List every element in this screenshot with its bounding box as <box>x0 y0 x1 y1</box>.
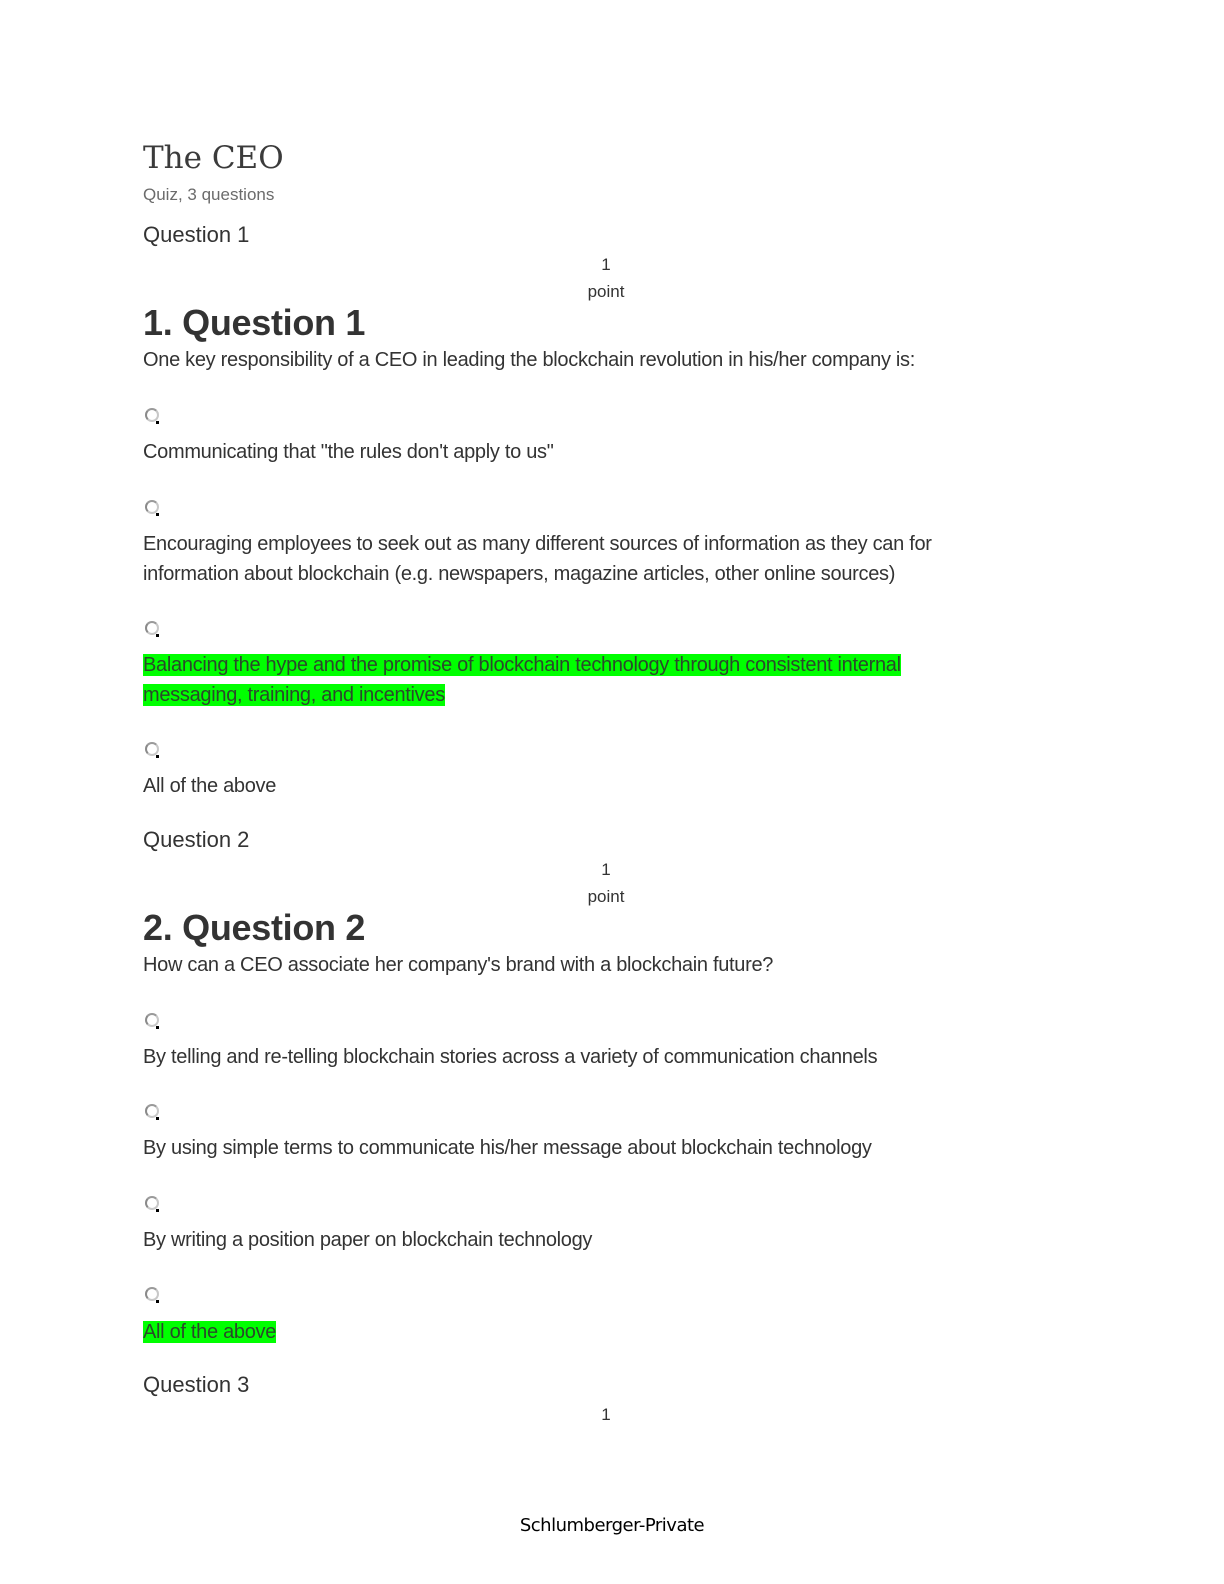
question-2-points: 1 point <box>560 856 652 910</box>
question-1-option-3[interactable]: Balancing the hype and the promise of bl… <box>143 650 1003 710</box>
radio-icon[interactable] <box>145 742 159 758</box>
radio-icon[interactable] <box>145 621 159 637</box>
footer-classification: Schlumberger-Private <box>519 1515 705 1536</box>
question-2-label: Question 2 <box>143 827 250 852</box>
question-1-option-2[interactable]: Encouraging employees to seek out as man… <box>143 533 932 585</box>
question-2-option-1[interactable]: By telling and re-telling blockchain sto… <box>143 1046 878 1068</box>
quiz-title: The CEO <box>143 140 284 176</box>
highlighted-answer: messaging, training, and incentives <box>143 684 445 706</box>
points-value: 1 <box>601 1405 611 1424</box>
question-2-option-3[interactable]: By writing a position paper on blockchai… <box>143 1229 593 1251</box>
question-2-option-2[interactable]: By using simple terms to communicate his… <box>143 1137 872 1159</box>
question-1-prompt: One key responsibility of a CEO in leadi… <box>143 349 916 371</box>
highlighted-answer: Balancing the hype and the promise of bl… <box>143 654 901 676</box>
quiz-subtitle: Quiz, 3 questions <box>143 185 275 204</box>
points-unit: point <box>587 887 625 906</box>
question-2-prompt: How can a CEO associate her company's br… <box>143 954 774 976</box>
question-1-option-1[interactable]: Communicating that "the rules don't appl… <box>143 441 554 463</box>
points-unit: point <box>587 282 625 301</box>
question-3-points: 1 <box>560 1401 652 1428</box>
radio-icon[interactable] <box>145 1287 159 1303</box>
radio-icon[interactable] <box>145 500 159 516</box>
question-2-option-4[interactable]: All of the above <box>143 1317 1003 1347</box>
question-1-label: Question 1 <box>143 222 250 247</box>
question-1-option-4[interactable]: All of the above <box>143 775 277 797</box>
highlighted-answer: All of the above <box>143 1321 277 1343</box>
question-1-points: 1 point <box>560 251 652 305</box>
radio-icon[interactable] <box>145 1013 159 1029</box>
points-value: 1 <box>601 255 611 274</box>
question-1-heading: 1. Question 1 <box>143 302 366 343</box>
question-3-label: Question 3 <box>143 1372 250 1397</box>
radio-icon[interactable] <box>145 1196 159 1212</box>
radio-icon[interactable] <box>145 408 159 424</box>
points-value: 1 <box>601 860 611 879</box>
radio-icon[interactable] <box>145 1104 159 1120</box>
question-2-heading: 2. Question 2 <box>143 907 366 948</box>
